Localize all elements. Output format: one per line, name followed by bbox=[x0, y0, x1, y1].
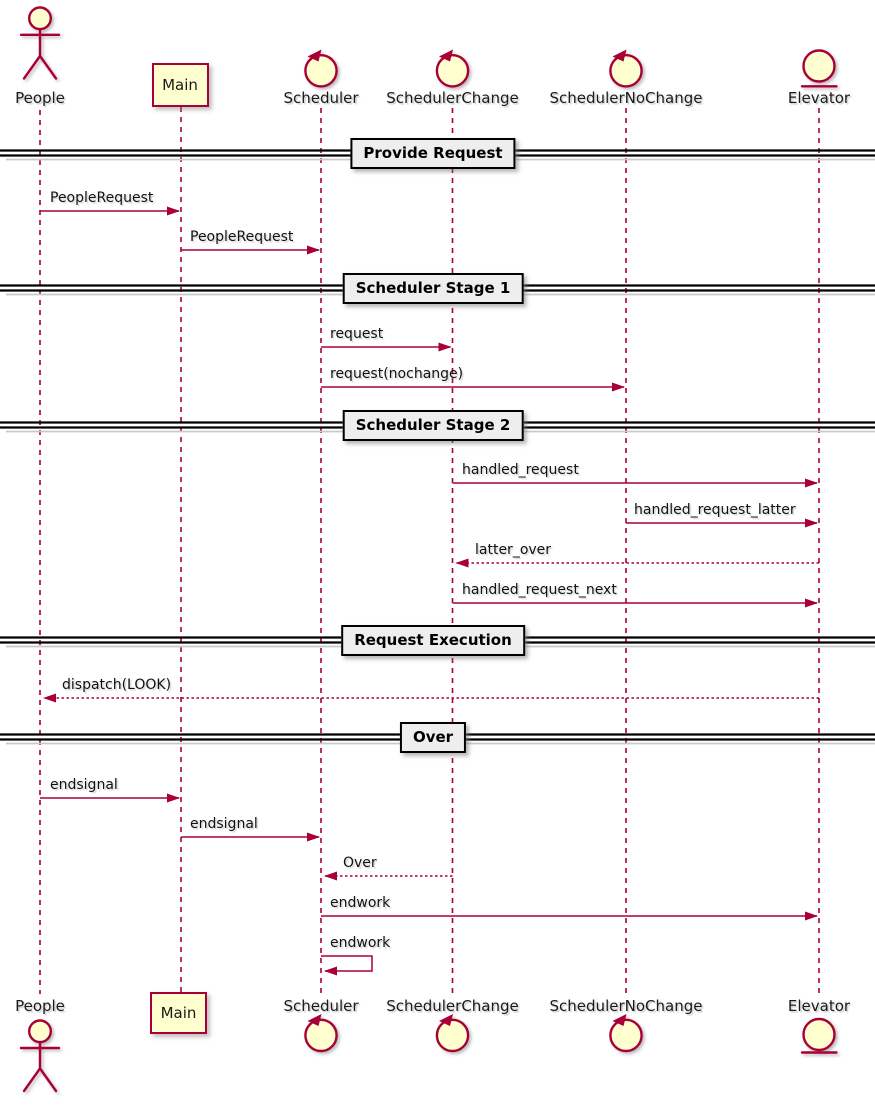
message-label-peoplerequest-1: PeopleRequest bbox=[50, 190, 154, 206]
message-label-over: Over bbox=[343, 855, 377, 871]
participant-box-main-top: Main bbox=[151, 63, 209, 107]
message-label-endwork: endwork bbox=[330, 895, 391, 911]
control-icon-schedulernochange-bottom bbox=[609, 1014, 643, 1053]
message-label-endwork-self: endwork bbox=[330, 935, 391, 951]
control-icon-scheduler-bottom bbox=[304, 1014, 338, 1053]
participant-label-schedulernochange-top: SchedulerNoChange bbox=[549, 89, 703, 107]
control-icon-schedulerchange-top bbox=[435, 49, 470, 88]
message-label-endsignal-2: endsignal bbox=[190, 816, 258, 832]
message-label-handled-request-latter: handled_request_latter bbox=[634, 502, 796, 518]
participant-label-schedulerchange-bottom: SchedulerChange bbox=[386, 997, 519, 1015]
message-label-latter-over: latter_over bbox=[475, 542, 552, 558]
participant-label-people-top: People bbox=[15, 89, 65, 107]
divider-scheduler-stage-1: Scheduler Stage 1 bbox=[342, 272, 524, 304]
entity-icon-elevator-bottom bbox=[800, 1017, 838, 1054]
participant-label-people-bottom: People bbox=[15, 997, 65, 1015]
divider-over: Over bbox=[399, 721, 467, 753]
arrow-endwork-self bbox=[321, 955, 373, 976]
control-icon-schedulernochange-top bbox=[609, 49, 643, 88]
participant-label-elevator-bottom: Elevator bbox=[787, 997, 851, 1015]
message-label-endsignal-1: endsignal bbox=[50, 777, 118, 793]
participant-label-scheduler-top: Scheduler bbox=[283, 89, 359, 107]
message-arrows bbox=[40, 206, 819, 976]
divider-request-execution: Request Execution bbox=[341, 624, 525, 656]
divider-provide-request: Provide Request bbox=[350, 137, 516, 169]
message-label-request-nochange: request(nochange) bbox=[330, 366, 464, 382]
participant-label-scheduler-bottom: Scheduler bbox=[283, 997, 359, 1015]
divider-scheduler-stage-2: Scheduler Stage 2 bbox=[342, 409, 524, 441]
participant-label-schedulernochange-bottom: SchedulerNoChange bbox=[549, 997, 703, 1015]
message-label-dispatch-look: dispatch(LOOK) bbox=[62, 677, 172, 693]
actor-icon-top bbox=[19, 6, 61, 80]
actor-icon-bottom bbox=[19, 1019, 61, 1093]
participant-label-elevator-top: Elevator bbox=[787, 89, 851, 107]
lifelines bbox=[39, 107, 820, 994]
message-label-handled-request-next: handled_request_next bbox=[462, 582, 617, 598]
entity-icon-elevator-top bbox=[800, 49, 838, 88]
participant-label-schedulerchange-top: SchedulerChange bbox=[386, 89, 519, 107]
control-icon-schedulerchange-bottom bbox=[435, 1014, 470, 1053]
message-label-request: request bbox=[330, 326, 384, 342]
participant-box-main-bottom: Main bbox=[150, 992, 207, 1034]
control-icon-scheduler-top bbox=[304, 49, 338, 88]
message-label-peoplerequest-2: PeopleRequest bbox=[190, 229, 294, 245]
message-label-handled-request: handled_request bbox=[462, 462, 579, 478]
